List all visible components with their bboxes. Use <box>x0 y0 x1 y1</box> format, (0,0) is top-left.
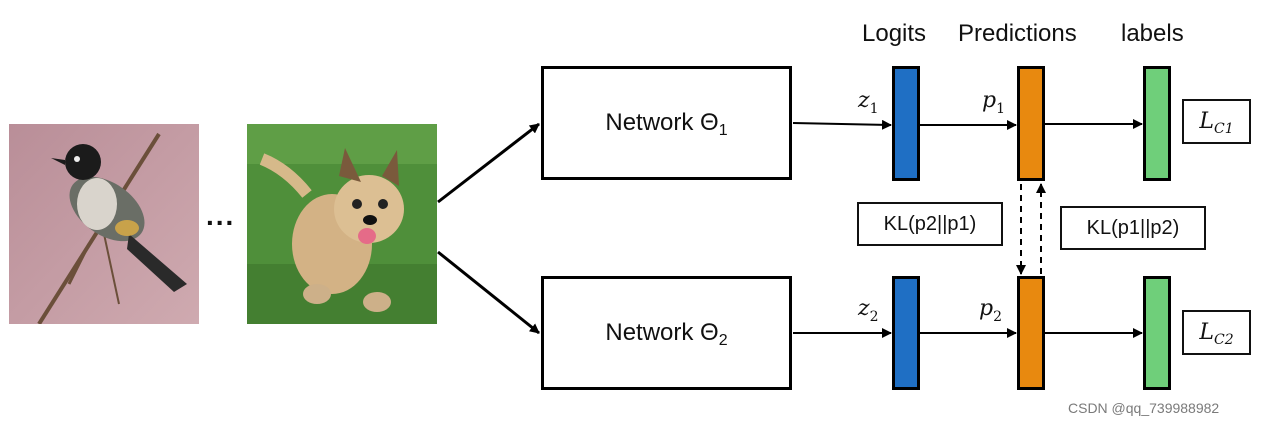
dog-photo-icon <box>247 124 437 324</box>
logits-header: Logits <box>862 20 927 47</box>
arrow-images-to-net2 <box>437 250 540 335</box>
logit-bar-2 <box>892 276 920 390</box>
network-2-label: Network Θ <box>605 319 719 346</box>
bird-photo-icon <box>9 124 199 326</box>
network-1-label: Network Θ <box>605 109 719 136</box>
prediction-2-symbol: p2 <box>979 296 1003 325</box>
logit-bar-1 <box>892 66 920 181</box>
arrow-net1-to-logit1 <box>792 119 892 130</box>
watermark: CSDN @qq_739988982 <box>1068 400 1220 416</box>
prediction-bar-2 <box>1017 276 1045 390</box>
network-2-subscript: 2 <box>718 332 728 349</box>
label-bar-2 <box>1143 276 1171 390</box>
logit-2-symbol: z2 <box>858 296 879 325</box>
predictions-header: Predictions <box>958 20 1077 47</box>
bird-image <box>9 124 199 326</box>
network-1-subscript: 1 <box>718 122 728 139</box>
prediction-1-symbol: p1 <box>982 88 1006 117</box>
prediction-bar-1 <box>1017 66 1045 181</box>
dog-image <box>247 124 437 324</box>
logit-1-symbol: z1 <box>858 88 879 117</box>
ellipsis: ... <box>206 200 236 231</box>
kl-p1-p2-box: KL(p1||p2) <box>1060 206 1206 250</box>
labels-header: labels <box>1121 20 1184 47</box>
arrow-images-to-net1 <box>437 122 540 204</box>
label-bar-1 <box>1143 66 1171 181</box>
kl-p2-p1-box: KL(p2||p1) <box>857 202 1003 246</box>
